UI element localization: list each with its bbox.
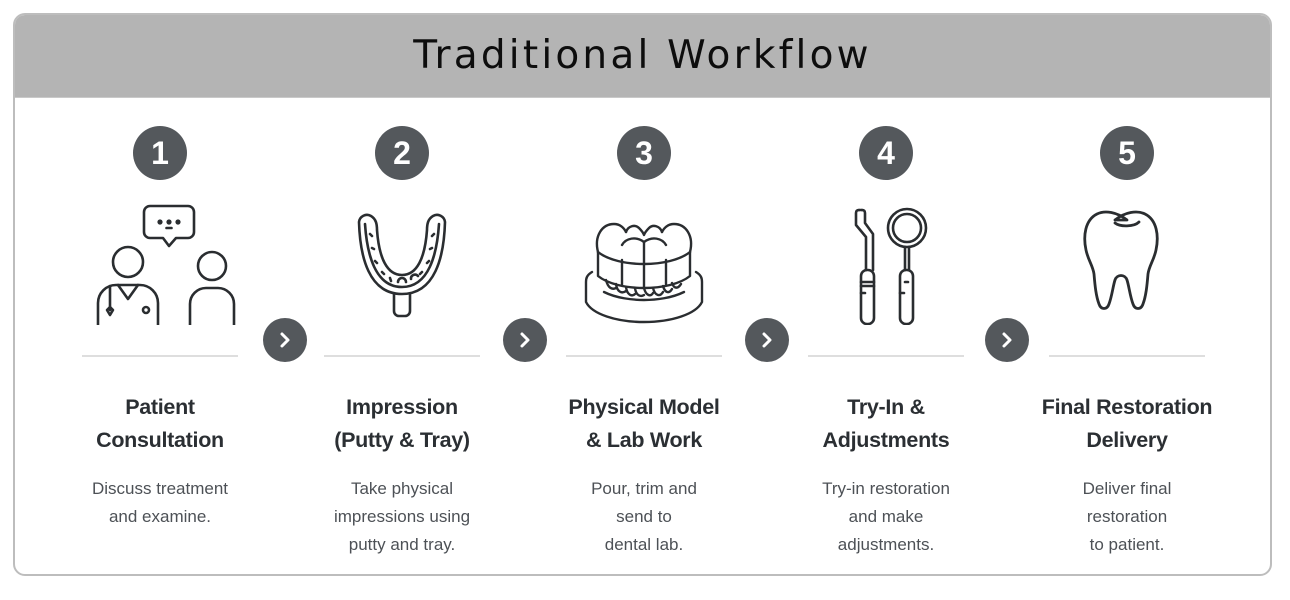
step-desc-line: and make [848, 507, 924, 526]
step-desc-line: Take physical [350, 479, 454, 498]
step-divider [566, 355, 722, 357]
step-description: Try-in restoration and make adjustments. [766, 475, 1006, 559]
workflow-step-5: 5 Final Restoration Delivery Deliver fin… [1017, 15, 1237, 574]
step-divider [324, 355, 480, 357]
step-title-line: Delivery [1086, 428, 1168, 452]
step-title-line: Impression [346, 395, 458, 419]
step-description: Deliver final restoration to patient. [1007, 475, 1247, 559]
step-desc-line: adjustments. [837, 535, 935, 554]
workflow-step-2: 2 Impression (Putty & Tray) Take physic [292, 15, 512, 574]
step-connector-arrow [263, 318, 307, 362]
step-number-badge: 3 [617, 126, 671, 180]
workflow-step-1: 1 [50, 15, 270, 574]
step-desc-line: Pour, trim and [591, 479, 697, 498]
workflow-header: Traditional Workflow [15, 15, 1270, 98]
step-desc-line: Deliver final [1082, 479, 1172, 498]
step-title-line: Try-In & [847, 395, 925, 419]
doctor-patient-consultation-icon [80, 200, 240, 325]
step-desc-line: Try-in restoration [822, 479, 950, 498]
step-desc-line: to patient. [1089, 535, 1165, 554]
workflow-card: Traditional Workflow 1 [13, 13, 1272, 576]
step-title: Physical Model & Lab Work [514, 391, 774, 457]
step-desc-line: dental lab. [604, 535, 684, 554]
step-divider [1049, 355, 1205, 357]
step-title-line: & Lab Work [585, 428, 703, 452]
workflow-step-3: 3 Physical Model [534, 15, 754, 574]
chevron-right-icon [1002, 332, 1012, 348]
step-description: Discuss treatment and examine. [40, 475, 280, 531]
step-divider [808, 355, 964, 357]
step-title-line: Consultation [96, 428, 224, 452]
chevron-right-icon [762, 332, 772, 348]
step-desc-line: impressions using [333, 507, 471, 526]
dental-tools-icon [806, 200, 966, 325]
chevron-right-icon [520, 332, 530, 348]
step-title-line: Patient [125, 395, 195, 419]
step-desc-line: and examine. [108, 507, 212, 526]
step-connector-arrow [745, 318, 789, 362]
impression-tray-icon [322, 200, 482, 325]
dental-model-icon [564, 200, 724, 325]
step-title-line: (Putty & Tray) [334, 428, 470, 452]
chevron-right-icon [280, 332, 290, 348]
step-desc-line: Discuss treatment [91, 479, 229, 498]
step-title-line: Final Restoration [1041, 395, 1213, 419]
step-number-badge: 1 [133, 126, 187, 180]
step-number-badge: 5 [1100, 126, 1154, 180]
workflow-title: Traditional Workflow [413, 32, 872, 78]
step-title: Final Restoration Delivery [997, 391, 1257, 457]
step-title: Patient Consultation [30, 391, 290, 457]
step-title: Try-In & Adjustments [756, 391, 1016, 457]
step-divider [82, 355, 238, 357]
step-title-line: Physical Model [568, 395, 720, 419]
step-desc-line: putty and tray. [348, 535, 456, 554]
step-desc-line: send to [616, 507, 672, 526]
step-description: Take physical impressions using putty an… [282, 475, 522, 559]
tooth-icon [1047, 200, 1207, 325]
step-number-badge: 4 [859, 126, 913, 180]
step-desc-line: restoration [1086, 507, 1168, 526]
step-title-line: Adjustments [822, 428, 950, 452]
step-connector-arrow [985, 318, 1029, 362]
step-number-badge: 2 [375, 126, 429, 180]
workflow-step-4: 4 Try-In & [776, 15, 996, 574]
step-title: Impression (Putty & Tray) [272, 391, 532, 457]
step-description: Pour, trim and send to dental lab. [524, 475, 764, 559]
step-connector-arrow [503, 318, 547, 362]
